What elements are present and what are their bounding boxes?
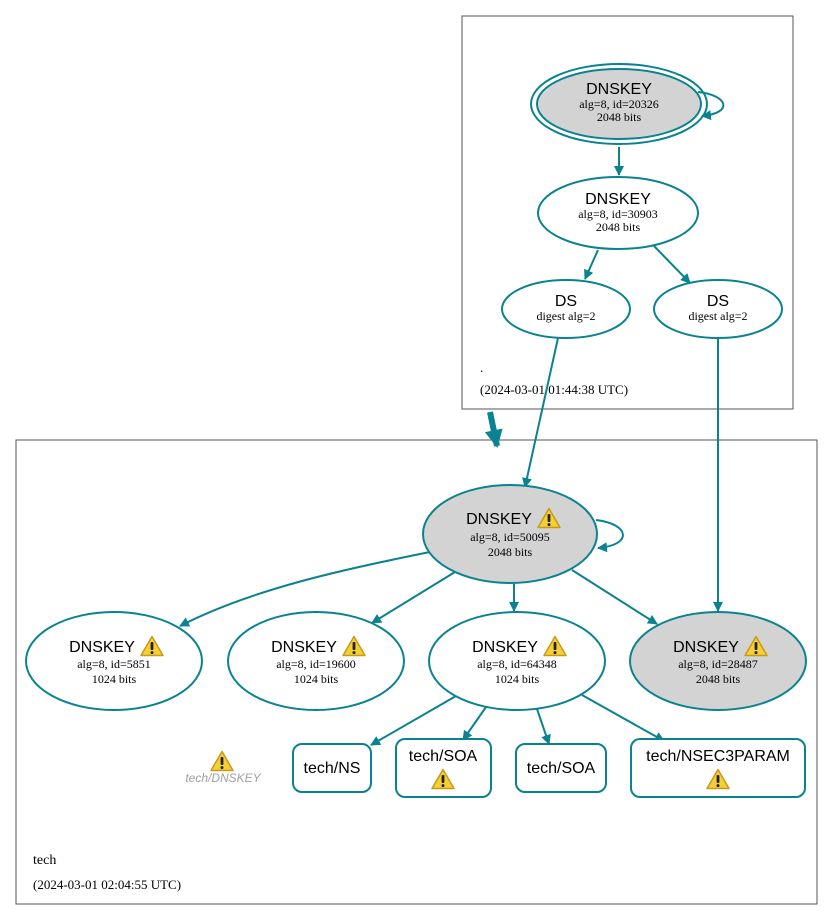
edges	[179, 91, 725, 746]
node-detail: alg=8, id=64348	[477, 657, 557, 671]
edge-tech-ksk-to-19600	[371, 571, 456, 624]
node-bits: 2048 bits	[597, 110, 642, 124]
node-bits: 2048 bits	[596, 220, 641, 234]
node-title: DNSKEY	[585, 191, 651, 208]
edge-root-zsk-to-ds2	[653, 245, 691, 284]
edge-ds1-to-tech-ksk	[522, 337, 559, 488]
zone-root-box	[461, 15, 794, 410]
node-tech-dnskey-64348: DNSKEY alg=8, id=64348 1024 bits	[428, 611, 606, 711]
rrset-label: tech/SOA	[409, 748, 478, 765]
rrset-tech-dnskey: tech/DNSKEY	[185, 750, 262, 785]
zone-tech-timestamp: (2024-03-01 02:04:55 UTC)	[33, 877, 181, 892]
node-root-ksk: DNSKEY alg=8, id=20326 2048 bits	[530, 63, 708, 145]
node-root-zsk: DNSKEY alg=8, id=30903 2048 bits	[537, 176, 699, 250]
edge-root-zsk-to-ds1	[584, 249, 599, 280]
node-title: DNSKEY	[466, 511, 532, 528]
zone-root-timestamp: (2024-03-01 01:44:38 UTC)	[480, 382, 628, 397]
node-root-ds-2: DS digest alg=2	[653, 279, 783, 339]
node-detail: alg=8, id=28487	[678, 657, 758, 671]
node-title: DNSKEY	[586, 81, 652, 98]
node-tech-dnskey-28487: DNSKEY alg=8, id=28487 2048 bits	[629, 611, 807, 711]
zone-tech-name: tech	[33, 853, 56, 868]
rrset-label: tech/NS	[304, 760, 361, 777]
node-title: DS	[555, 293, 577, 310]
edge-64348-to-soa2	[536, 708, 551, 745]
node-bits: 2048 bits	[696, 672, 741, 686]
node-title: DNSKEY	[69, 639, 135, 656]
node-detail: digest alg=2	[688, 309, 747, 323]
rrset-label: tech/SOA	[527, 760, 596, 777]
node-title: DNSKEY	[472, 639, 538, 656]
node-bits: 1024 bits	[294, 672, 339, 686]
edge-64348-to-nsec3param	[581, 694, 665, 742]
node-title: DNSKEY	[271, 639, 337, 656]
node-detail: alg=8, id=50095	[470, 530, 550, 544]
node-detail: alg=8, id=30903	[578, 207, 658, 221]
rrset-label: tech/DNSKEY	[185, 771, 261, 785]
node-tech-ksk: DNSKEY alg=8, id=50095 2048 bits	[422, 484, 598, 584]
node-title: DS	[707, 293, 729, 310]
node-detail: alg=8, id=20326	[579, 97, 659, 111]
rrset-tech-soa-2: tech/SOA	[515, 743, 607, 793]
edge-64348-to-ns	[370, 695, 457, 746]
edge-root-ksk-self	[697, 91, 725, 121]
node-bits: 1024 bits	[92, 672, 137, 686]
node-tech-dnskey-19600: DNSKEY alg=8, id=19600 1024 bits	[227, 611, 405, 711]
node-detail: alg=8, id=5851	[77, 657, 151, 671]
node-title: DNSKEY	[673, 639, 739, 656]
rrset-tech-nsec3param: tech/NSEC3PARAM	[630, 738, 806, 798]
rrset-tech-soa-1: tech/SOA	[395, 738, 492, 798]
edge-zone-delegation	[484, 411, 503, 448]
edge-tech-ksk-self	[595, 519, 624, 553]
node-root-ds-1: DS digest alg=2	[501, 279, 631, 339]
node-bits: 2048 bits	[488, 545, 533, 559]
warning-icon	[210, 750, 234, 772]
node-detail: digest alg=2	[536, 309, 595, 323]
node-tech-dnskey-5851: DNSKEY alg=8, id=5851 1024 bits	[25, 611, 203, 711]
node-bits: 1024 bits	[495, 672, 540, 686]
edge-tech-ksk-to-28487	[571, 569, 658, 625]
zone-root-name: .	[480, 360, 483, 375]
edge-64348-to-soa1	[462, 706, 487, 741]
node-detail: alg=8, id=19600	[276, 657, 356, 671]
rrset-label: tech/NSEC3PARAM	[646, 748, 790, 765]
zone-tech-box	[15, 439, 818, 905]
edge-tech-ksk-to-5851	[179, 551, 431, 627]
rrset-tech-ns: tech/NS	[292, 743, 372, 793]
